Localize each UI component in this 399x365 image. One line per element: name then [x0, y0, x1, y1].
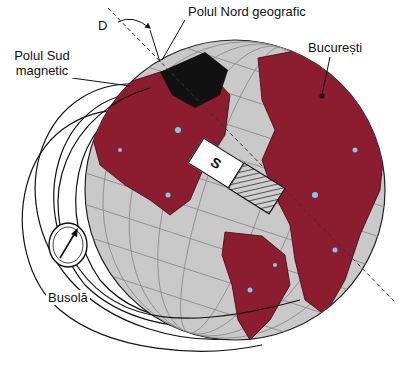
leader-line	[72, 78, 130, 86]
leader-line	[162, 20, 185, 60]
pole-letter: S	[208, 154, 224, 173]
compass	[49, 223, 87, 267]
city-dot	[320, 94, 325, 99]
lakes	[118, 127, 358, 293]
geographic-axis	[150, 30, 160, 62]
greenland	[160, 52, 228, 108]
angle-label: D	[96, 18, 109, 33]
declination-arc	[118, 19, 150, 28]
city-label: București	[306, 40, 364, 55]
leader-line	[322, 57, 330, 95]
field-line	[58, 88, 300, 318]
compass-label: Busolă	[46, 290, 90, 305]
magnetic-axis	[108, 8, 395, 302]
pole-label: Polul Nord geografic	[186, 4, 308, 19]
pole-label: Polul Sud magnetic	[4, 48, 80, 78]
